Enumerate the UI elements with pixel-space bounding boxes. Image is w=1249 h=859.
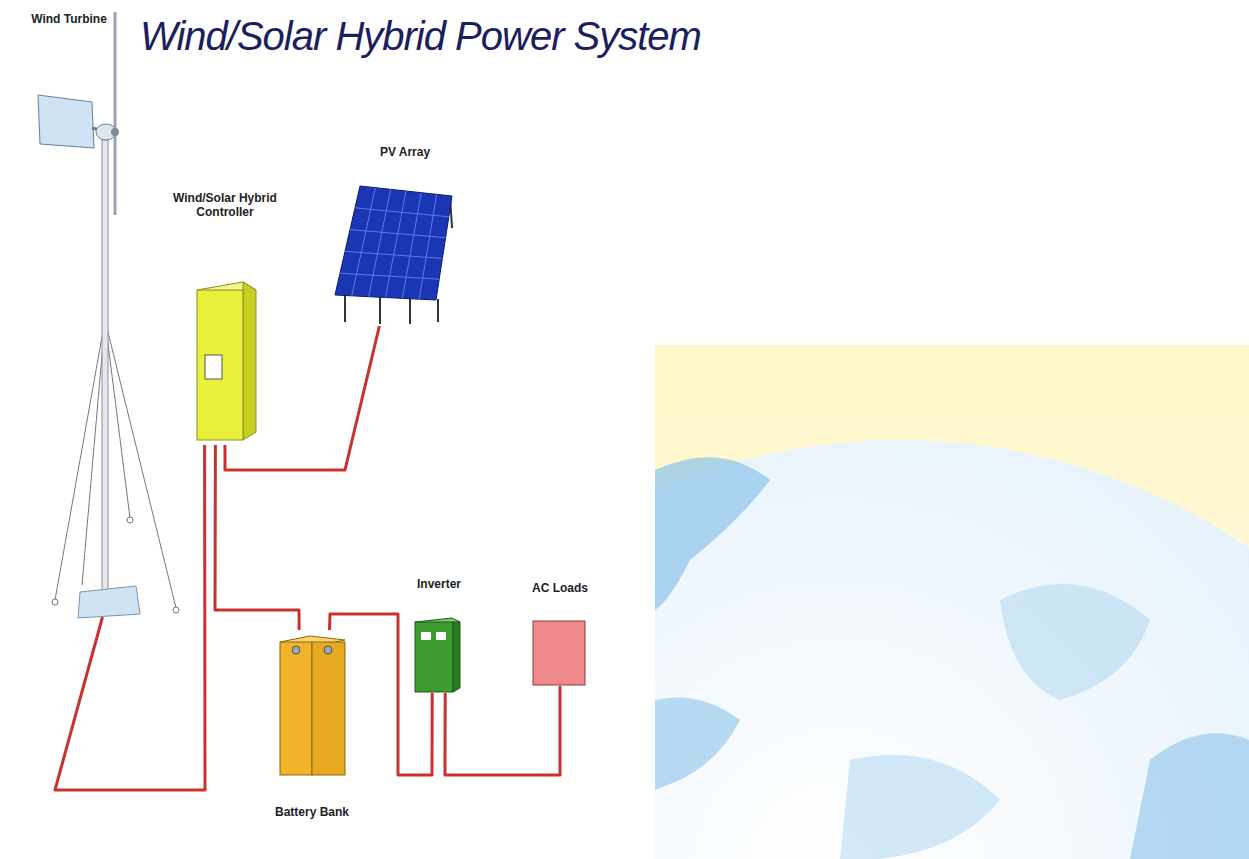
power-wire	[55, 445, 205, 790]
wind-turbine: Wind Turbine	[25, 5, 190, 617]
hybrid-controller: Wind/Solar Hybrid Controller	[165, 190, 285, 445]
wind-turbine-drawing	[38, 12, 179, 618]
controller-drawing	[197, 282, 256, 440]
component-label: AC Loads	[518, 582, 602, 596]
component-label: Battery Bank	[256, 806, 368, 820]
component-label: Wind Turbine	[29, 13, 109, 27]
inverter-box: Inverter	[408, 576, 470, 693]
component-label: PV Array	[355, 146, 455, 160]
pv-panel-drawing	[335, 186, 452, 324]
battery-drawing	[280, 636, 345, 775]
diagram-title: Wind/Solar Hybrid Power System	[140, 14, 701, 59]
power-wire	[445, 686, 560, 775]
component-label: Wind/Solar Hybrid Controller	[165, 192, 285, 220]
power-wire	[215, 445, 299, 630]
ac-load-drawing	[533, 621, 585, 685]
inverter-drawing	[415, 618, 460, 692]
pv-array: PV Array	[330, 142, 460, 326]
battery-bank: Battery Bank	[266, 630, 358, 820]
ac-load-box: AC Loads	[526, 580, 594, 686]
component-label: Inverter	[398, 578, 480, 592]
